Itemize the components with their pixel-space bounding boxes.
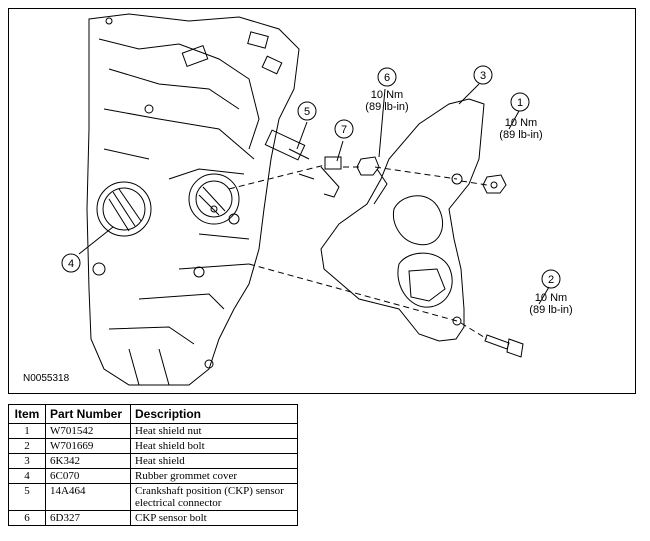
ckp-connector [264,129,310,161]
grommet-cover [96,181,152,237]
table-row: 4 6C070 Rubber grommet cover [8,468,298,484]
ckp-boss [188,173,240,225]
callout-3: 3 [480,70,486,82]
torque-lbin: (89 lb-in) [499,129,543,141]
ckp-sensor [298,156,342,198]
torque-nm: 10 Nm [504,117,538,129]
table-row: 5 14A464 Crankshaft position (CKP) senso… [8,483,298,511]
leader-lines [78,83,550,305]
cell-part-number: 6C070 [45,468,131,484]
callout-5-circle [297,101,317,121]
heat-shield-bolt [484,334,524,358]
alignment-lines [228,164,488,340]
callout-1-circle [510,92,530,112]
heat-shield [320,98,485,342]
cell-part-number: W701542 [45,423,131,439]
cell-part-number: W701669 [45,438,131,454]
ckp-bolt [356,156,380,176]
diagram-frame: 1 2 3 4 5 6 7 10 Nm (89 lb-in) 10 Nm (89… [8,8,636,394]
callout-2: 2 [548,274,554,286]
cell-item: 4 [8,468,46,484]
cell-item: 2 [8,438,46,454]
cell-description: Heat shield [130,453,298,469]
torque-lbin: (89 lb-in) [365,101,409,113]
cell-item: 3 [8,453,46,469]
cell-part-number: 6K342 [45,453,131,469]
table-row: 6 6D327 CKP sensor bolt [8,510,298,526]
callout-7: 7 [341,124,347,136]
figure-id: N0055318 [23,373,70,384]
callout-3-circle [473,65,493,85]
cell-item: 5 [8,483,46,511]
torque-nm: 10 Nm [370,89,404,101]
torque-spec-item-1: 10 Nm (89 lb-in) [491,117,551,141]
torque-lbin: (89 lb-in) [529,304,573,316]
callout-5: 5 [304,106,310,118]
table-header-row: Item Part Number Description [8,404,298,424]
table-row: 3 6K342 Heat shield [8,453,298,469]
table-row: 2 W701669 Heat shield bolt [8,438,298,454]
cell-item: 1 [8,423,46,439]
callout-7-circle [334,119,354,139]
header-description: Description [130,404,298,424]
cell-description: Heat shield nut [130,423,298,439]
engine-block [86,13,300,386]
torque-nm: 10 Nm [534,292,568,304]
torque-spec-item-2: 10 Nm (89 lb-in) [521,292,581,316]
table-row: 1 W701542 Heat shield nut [8,423,298,439]
header-item: Item [8,404,46,424]
cell-description: Rubber grommet cover [130,468,298,484]
heat-shield-nut [482,174,507,194]
callout-2-circle [541,269,561,289]
callout-4: 4 [68,258,74,270]
cell-part-number: 14A464 [45,483,131,511]
cell-description: Heat shield bolt [130,438,298,454]
callout-4-circle [61,253,81,273]
cell-description: CKP sensor bolt [130,510,298,526]
header-part-number: Part Number [45,404,131,424]
cell-item: 6 [8,510,46,526]
callout-1: 1 [517,97,523,109]
callout-circles [61,65,561,289]
cell-part-number: 6D327 [45,510,131,526]
torque-spec-item-6: 10 Nm (89 lb-in) [357,89,417,113]
cell-description: Crankshaft position (CKP) sensor electri… [130,483,298,511]
parts-table: Item Part Number Description 1 W701542 H… [8,404,298,526]
callout-6-circle [377,67,397,87]
callout-6: 6 [384,72,390,84]
engine-diagram: 1 2 3 4 5 6 7 [61,13,561,386]
